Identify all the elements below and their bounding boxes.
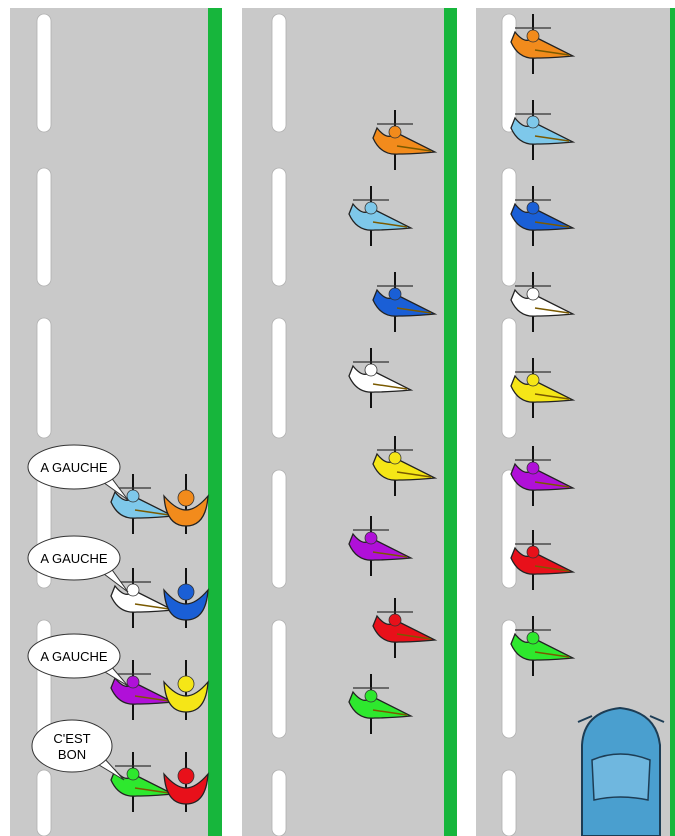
lane-dash — [37, 770, 51, 836]
road-panel-3 — [476, 8, 675, 836]
car — [578, 708, 664, 836]
lane-dash — [37, 14, 51, 132]
roads-layer — [10, 8, 675, 836]
lane-dash — [272, 14, 286, 132]
car-layer — [578, 708, 664, 836]
speech-bubble-text: BON — [58, 747, 86, 762]
lane-dash — [502, 168, 516, 286]
green-verge — [444, 8, 457, 836]
green-verge — [208, 8, 222, 836]
lane-dash — [502, 770, 516, 836]
lane-dash — [272, 470, 286, 588]
lane-dash — [37, 168, 51, 286]
lane-dash — [502, 470, 516, 588]
speech-bubble-text: C'EST — [53, 731, 90, 746]
speech-bubble-text: A GAUCHE — [40, 551, 108, 566]
speech-bubble-text: A GAUCHE — [40, 649, 108, 664]
lane-dash — [502, 14, 516, 132]
lane-dash — [272, 168, 286, 286]
green-verge — [670, 8, 675, 836]
speech-bubble-text: A GAUCHE — [40, 460, 108, 475]
lane-dash — [272, 620, 286, 738]
car-windshield — [592, 754, 650, 800]
lane-dash — [272, 318, 286, 438]
road-panel-2 — [242, 8, 457, 836]
lane-dash — [37, 318, 51, 438]
lane-dash — [272, 770, 286, 836]
